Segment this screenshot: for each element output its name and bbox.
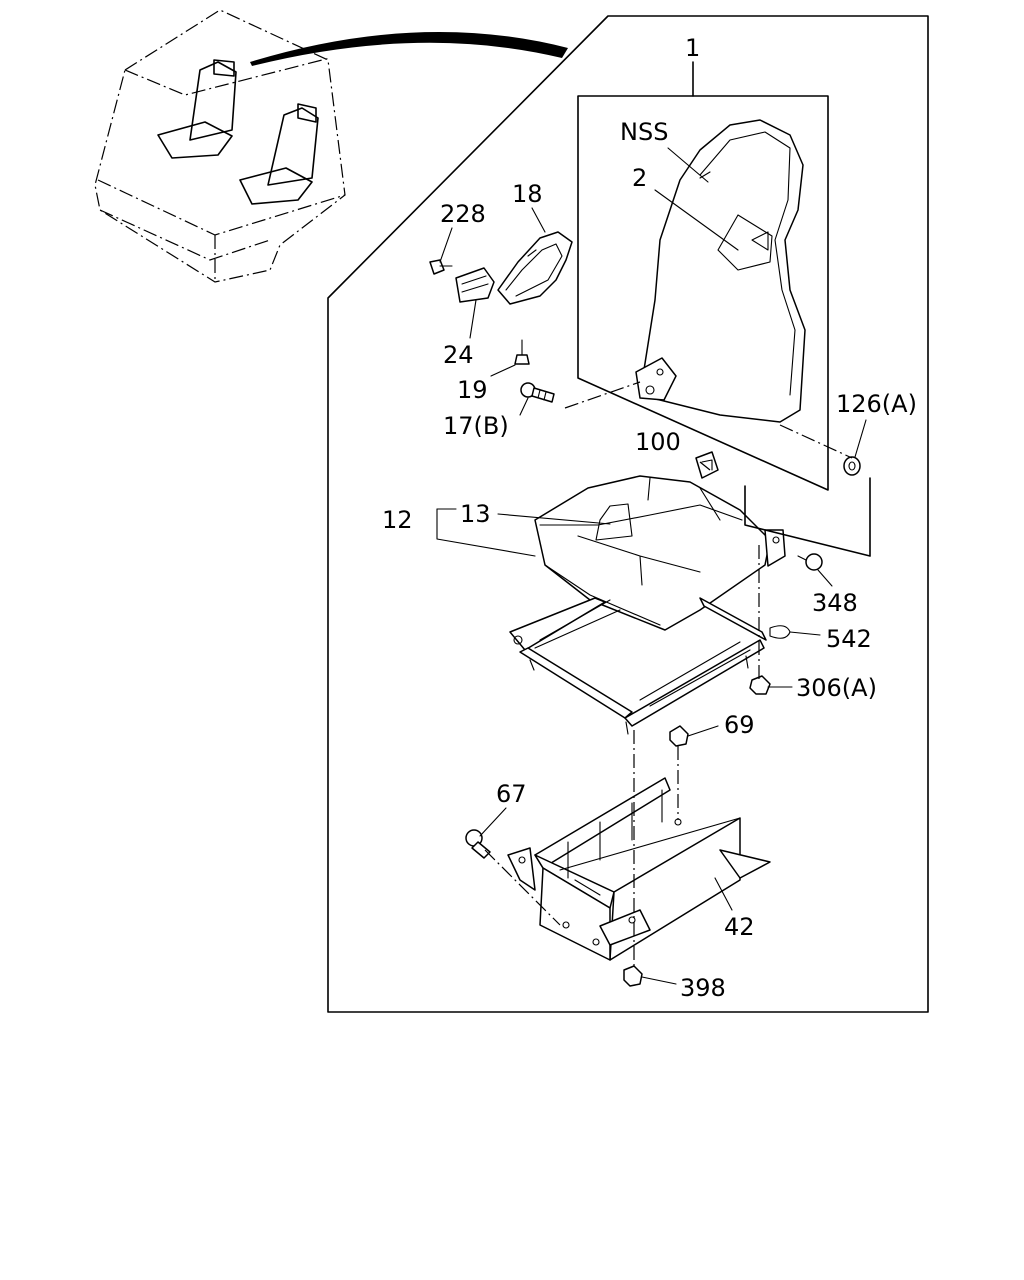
- part-24-lever-knob: [455, 267, 495, 303]
- part-69-nut: [669, 725, 689, 747]
- label-part-17b: 17(B): [443, 412, 509, 440]
- assembly-lines: [484, 381, 853, 968]
- part-17b-bolt: [520, 382, 555, 403]
- cab-locator-inset: [94, 9, 346, 283]
- part-67-bolt: [465, 829, 491, 859]
- part-126a-washer: [843, 456, 861, 476]
- label-part-67: 67: [496, 780, 527, 808]
- detail-frame: [327, 15, 929, 1013]
- seat-base-frame: [507, 777, 771, 961]
- part-18-side-cover: [497, 231, 573, 305]
- label-part-228: 228: [440, 200, 486, 228]
- part-100-clip: [695, 451, 719, 479]
- label-part-542: 542: [826, 625, 872, 653]
- label-part-24: 24: [443, 341, 474, 369]
- leader-lines: [436, 147, 867, 985]
- locator-pointer: [250, 31, 568, 66]
- seat-cushion: [534, 475, 786, 631]
- label-part-42: 42: [724, 913, 755, 941]
- part-126-link-line: [744, 477, 871, 557]
- label-part-348: 348: [812, 589, 858, 617]
- part-348-bolt: [797, 553, 823, 571]
- label-nss: NSS: [620, 118, 668, 146]
- part-228-screw: [429, 259, 453, 275]
- label-part-398: 398: [680, 974, 726, 1002]
- label-part-1: 1: [685, 34, 700, 62]
- part-19-screw: [514, 339, 530, 365]
- part-306a-nut: [749, 675, 771, 695]
- backrest-frame: [577, 95, 829, 491]
- part-398-nut: [623, 965, 643, 987]
- callout-labels: 1 NSS 2 18 228 24 19 17(B) 126(A) 100 12…: [382, 34, 917, 1002]
- seat-back: [635, 119, 806, 423]
- label-part-2: 2: [632, 164, 647, 192]
- label-part-126a: 126(A): [836, 390, 917, 418]
- label-part-306a: 306(A): [796, 674, 877, 702]
- label-part-12: 12: [382, 506, 413, 534]
- label-part-69: 69: [724, 711, 755, 739]
- label-part-18: 18: [512, 180, 543, 208]
- label-part-19: 19: [457, 376, 488, 404]
- label-part-100: 100: [635, 428, 681, 456]
- seat-slide-rails: [509, 597, 791, 735]
- label-part-13: 13: [460, 500, 491, 528]
